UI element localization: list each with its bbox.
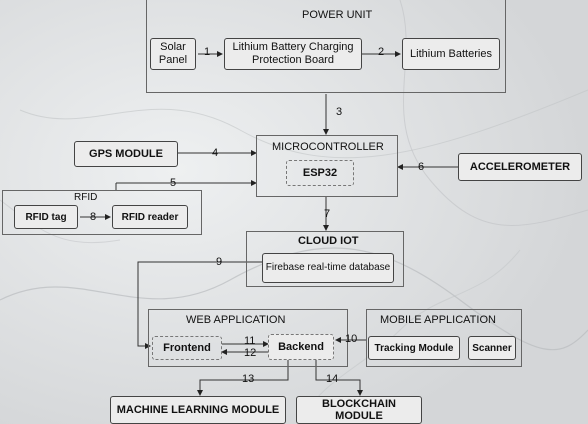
tracking-module-node[interactable]: Tracking Module [368,336,460,360]
cloud-iot-container [246,231,404,287]
mobile-application-container [366,309,522,367]
microcontroller-title: MICROCONTROLLER [272,141,384,153]
frontend-node[interactable]: Frontend [152,336,222,360]
edge-13-label: 13 [242,373,255,385]
web-application-container [148,309,348,367]
backend-node[interactable]: Backend [268,334,334,360]
edge-2-label: 2 [378,46,385,58]
accelerometer-node[interactable]: ACCELEROMETER [458,153,582,181]
cloud-iot-title: CLOUD IOT [298,235,359,247]
edge-12-label: 12 [244,347,257,359]
edge-8-label: 8 [90,211,97,223]
edge-7-label: 7 [324,208,331,220]
charging-board-node[interactable]: Lithium Battery Charging Protection Boar… [224,38,362,70]
solar-panel-node[interactable]: Solar Panel [150,38,196,70]
edge-1-label: 1 [204,46,211,58]
edge-4-label: 4 [212,147,219,159]
edge-6-label: 6 [418,161,425,173]
mobile-application-title: MOBILE APPLICATION [380,314,496,326]
blockchain-module-node[interactable]: BLOCKCHAIN MODULE [296,396,422,424]
rfid-title: RFID [74,192,98,203]
esp32-node[interactable]: ESP32 [286,160,354,186]
machine-learning-module-node[interactable]: MACHINE LEARNING MODULE [110,396,286,424]
rfid-reader-node[interactable]: RFID reader [112,205,188,229]
rfid-container [2,190,202,235]
power-unit-container [146,0,506,93]
edge-3-label: 3 [336,106,343,118]
scanner-node[interactable]: Scanner [468,336,516,360]
edge-10-label: 10 [345,333,358,345]
edge-11-label: 11 [244,335,256,347]
power-unit-title: POWER UNIT [302,9,373,21]
edge-9-label: 9 [216,256,223,268]
edge-14-label: 14 [326,373,339,385]
rfid-tag-node[interactable]: RFID tag [14,205,78,229]
edge-5-label: 5 [170,177,177,189]
lithium-batteries-node[interactable]: Lithium Batteries [402,38,500,70]
microcontroller-container[interactable] [256,135,398,197]
gps-module-node[interactable]: GPS MODULE [74,141,178,167]
web-application-title: WEB APPLICATION [186,314,286,326]
firebase-database-node[interactable]: Firebase real-time database [262,253,394,283]
